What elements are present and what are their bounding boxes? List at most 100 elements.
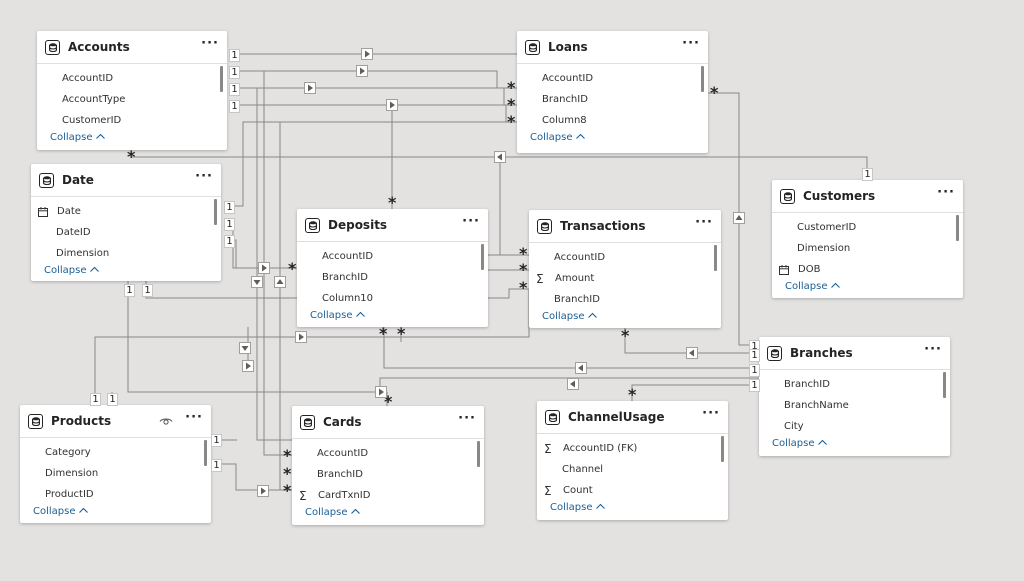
more-options-button[interactable]: ··· <box>195 169 213 184</box>
table-header[interactable]: Transactions··· <box>529 210 721 243</box>
field-row[interactable]: AccountType <box>62 89 227 110</box>
scrollbar-thumb[interactable] <box>481 244 484 270</box>
collapse-button[interactable]: Collapse <box>37 132 227 143</box>
relationship-line[interactable] <box>488 288 529 299</box>
cross-filter-right-arrow-icon[interactable] <box>242 360 254 372</box>
relationship-line[interactable] <box>631 384 759 401</box>
field-row[interactable]: Dimension <box>56 243 221 264</box>
table-header[interactable]: Products··· <box>20 405 211 438</box>
table-header[interactable]: Accounts··· <box>37 31 227 64</box>
cross-filter-right-arrow-icon[interactable] <box>386 99 398 111</box>
field-row[interactable]: BranchID <box>542 89 708 110</box>
cross-filter-right-arrow-icon[interactable] <box>258 262 270 274</box>
cross-filter-up-arrow-icon[interactable] <box>274 276 286 288</box>
field-row[interactable]: AccountID <box>554 247 721 268</box>
collapse-button[interactable]: Collapse <box>292 507 484 518</box>
field-row[interactable]: BranchName <box>784 395 950 416</box>
collapse-button[interactable]: Collapse <box>537 502 728 513</box>
relationship-line[interactable] <box>237 87 517 106</box>
cross-filter-right-arrow-icon[interactable] <box>356 65 368 77</box>
scrollbar-thumb[interactable] <box>943 372 946 398</box>
cross-filter-up-arrow-icon[interactable] <box>733 212 745 224</box>
cross-filter-down-arrow-icon[interactable] <box>239 342 251 354</box>
cross-filter-right-arrow-icon[interactable] <box>257 485 269 497</box>
collapse-button[interactable]: Collapse <box>772 281 963 292</box>
collapse-button[interactable]: Collapse <box>517 132 708 143</box>
collapse-button[interactable]: Collapse <box>529 311 721 322</box>
scrollbar-thumb[interactable] <box>204 440 207 466</box>
more-options-button[interactable]: ··· <box>462 214 480 229</box>
more-options-button[interactable]: ··· <box>937 185 955 200</box>
field-row[interactable]: AccountID <box>322 246 488 267</box>
cross-filter-down-arrow-icon[interactable] <box>251 276 263 288</box>
field-row[interactable]: DateID <box>56 222 221 243</box>
scrollbar-thumb[interactable] <box>214 199 217 225</box>
more-options-button[interactable]: ··· <box>695 215 713 230</box>
field-row[interactable]: AccountID <box>62 68 227 89</box>
relationship-line[interactable] <box>237 104 517 123</box>
field-row[interactable]: Channel <box>562 459 728 480</box>
scrollbar-thumb[interactable] <box>956 215 959 241</box>
field-row[interactable]: BranchID <box>784 374 950 395</box>
collapse-button[interactable]: Collapse <box>297 310 488 321</box>
relationship-line[interactable] <box>624 328 759 354</box>
table-header[interactable]: ChannelUsage··· <box>537 401 728 434</box>
more-options-button[interactable]: ··· <box>924 342 942 357</box>
relationship-line[interactable] <box>229 121 506 207</box>
collapse-button[interactable]: Collapse <box>31 265 221 276</box>
field-row[interactable]: BranchID <box>317 464 484 485</box>
cross-filter-left-arrow-icon[interactable] <box>686 347 698 359</box>
field-row[interactable]: Dimension <box>797 238 963 259</box>
field-row[interactable]: Dimension <box>45 463 211 484</box>
scrollbar-thumb[interactable] <box>701 66 704 92</box>
table-header[interactable]: Deposits··· <box>297 209 488 242</box>
collapse-button[interactable]: Collapse <box>759 438 950 449</box>
field-row[interactable]: Date <box>38 201 221 222</box>
cross-filter-right-arrow-icon[interactable] <box>295 331 307 343</box>
cross-filter-left-arrow-icon[interactable] <box>567 378 579 390</box>
field-row[interactable]: City <box>784 416 950 437</box>
more-options-button[interactable]: ··· <box>201 36 219 51</box>
scrollbar-thumb[interactable] <box>721 436 724 462</box>
field-row[interactable]: CustomerID <box>797 217 963 238</box>
scrollbar-thumb[interactable] <box>220 66 223 92</box>
field-row[interactable]: ProductID <box>45 484 211 505</box>
field-row[interactable]: Category <box>45 442 211 463</box>
relationship-line[interactable] <box>279 122 292 491</box>
cross-filter-right-arrow-icon[interactable] <box>375 386 387 398</box>
field-row[interactable]: AccountID <box>542 68 708 89</box>
field-row[interactable]: CustomerID <box>62 110 227 131</box>
more-options-button[interactable]: ··· <box>702 406 720 421</box>
table-header[interactable]: Loans··· <box>517 31 708 64</box>
relationship-line[interactable] <box>237 70 517 89</box>
field-row[interactable]: BranchID <box>554 289 721 310</box>
more-options-button[interactable]: ··· <box>458 411 476 426</box>
scrollbar-thumb[interactable] <box>477 441 480 467</box>
table-header[interactable]: Date··· <box>31 164 221 197</box>
cross-filter-left-arrow-icon[interactable] <box>494 151 506 163</box>
field-row[interactable]: Column8 <box>542 110 708 131</box>
table-header[interactable]: Branches··· <box>759 337 950 370</box>
eye-icon[interactable] <box>159 417 173 426</box>
more-options-button[interactable]: ··· <box>682 36 700 51</box>
table-header[interactable]: Cards··· <box>292 406 484 439</box>
field-row[interactable]: Column10 <box>322 288 488 309</box>
